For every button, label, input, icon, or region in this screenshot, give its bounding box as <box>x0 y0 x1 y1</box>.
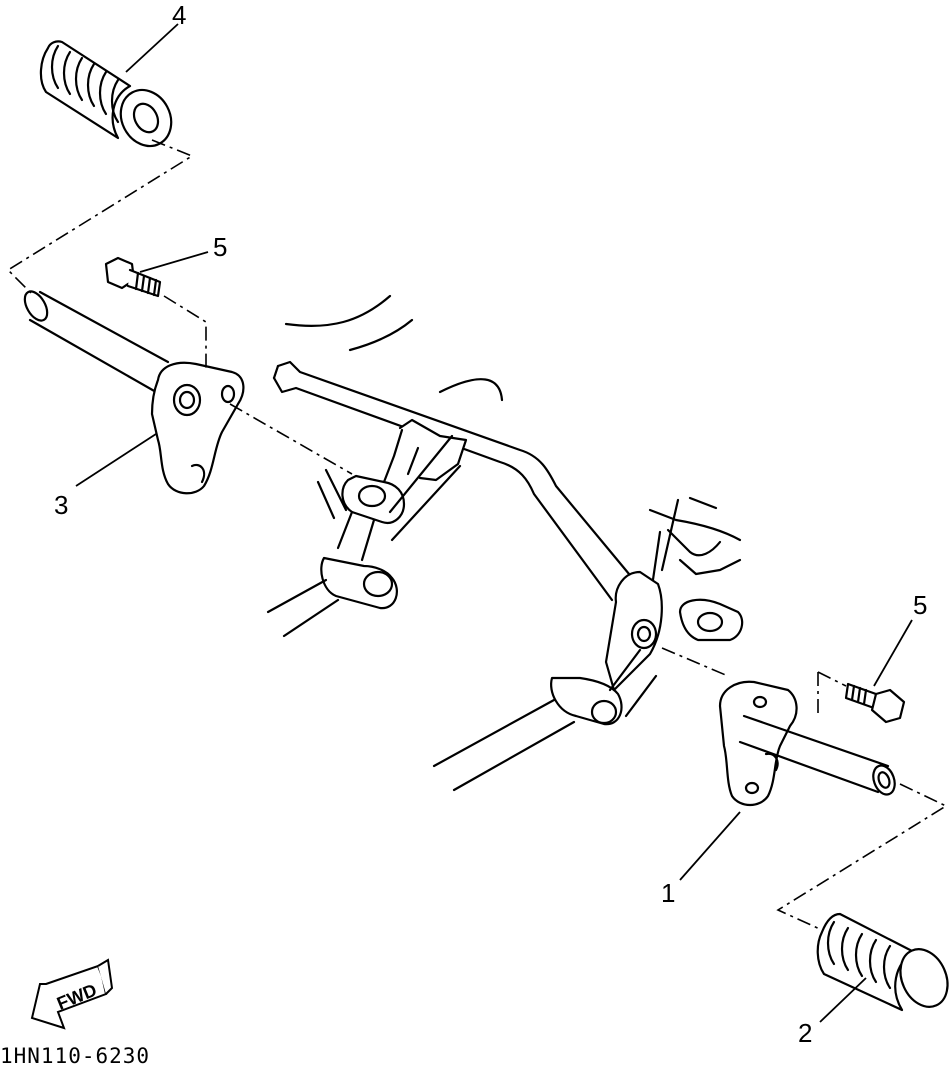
bolt-left <box>104 256 162 298</box>
leader-lines <box>75 23 913 1023</box>
drawing-code: 1HN110-6230 <box>0 1044 151 1068</box>
callout-part-5-right: 5 <box>913 590 928 620</box>
callout-part-3: 3 <box>54 490 69 520</box>
callout-part-1: 1 <box>661 878 676 908</box>
callout-part-4: 4 <box>172 0 187 30</box>
footrest-bracket-right <box>718 680 896 807</box>
assembly-lines <box>6 139 948 931</box>
callout-part-2: 2 <box>798 1018 813 1048</box>
frame-assembly <box>266 294 744 792</box>
bolt-right <box>844 682 906 724</box>
callout-part-5-left: 5 <box>213 232 228 262</box>
fwd-arrow-icon <box>30 958 114 1030</box>
footrest-bracket-left <box>23 290 245 495</box>
footrest-rubber-right <box>816 912 949 1012</box>
footrest-rubber-left <box>39 40 173 148</box>
